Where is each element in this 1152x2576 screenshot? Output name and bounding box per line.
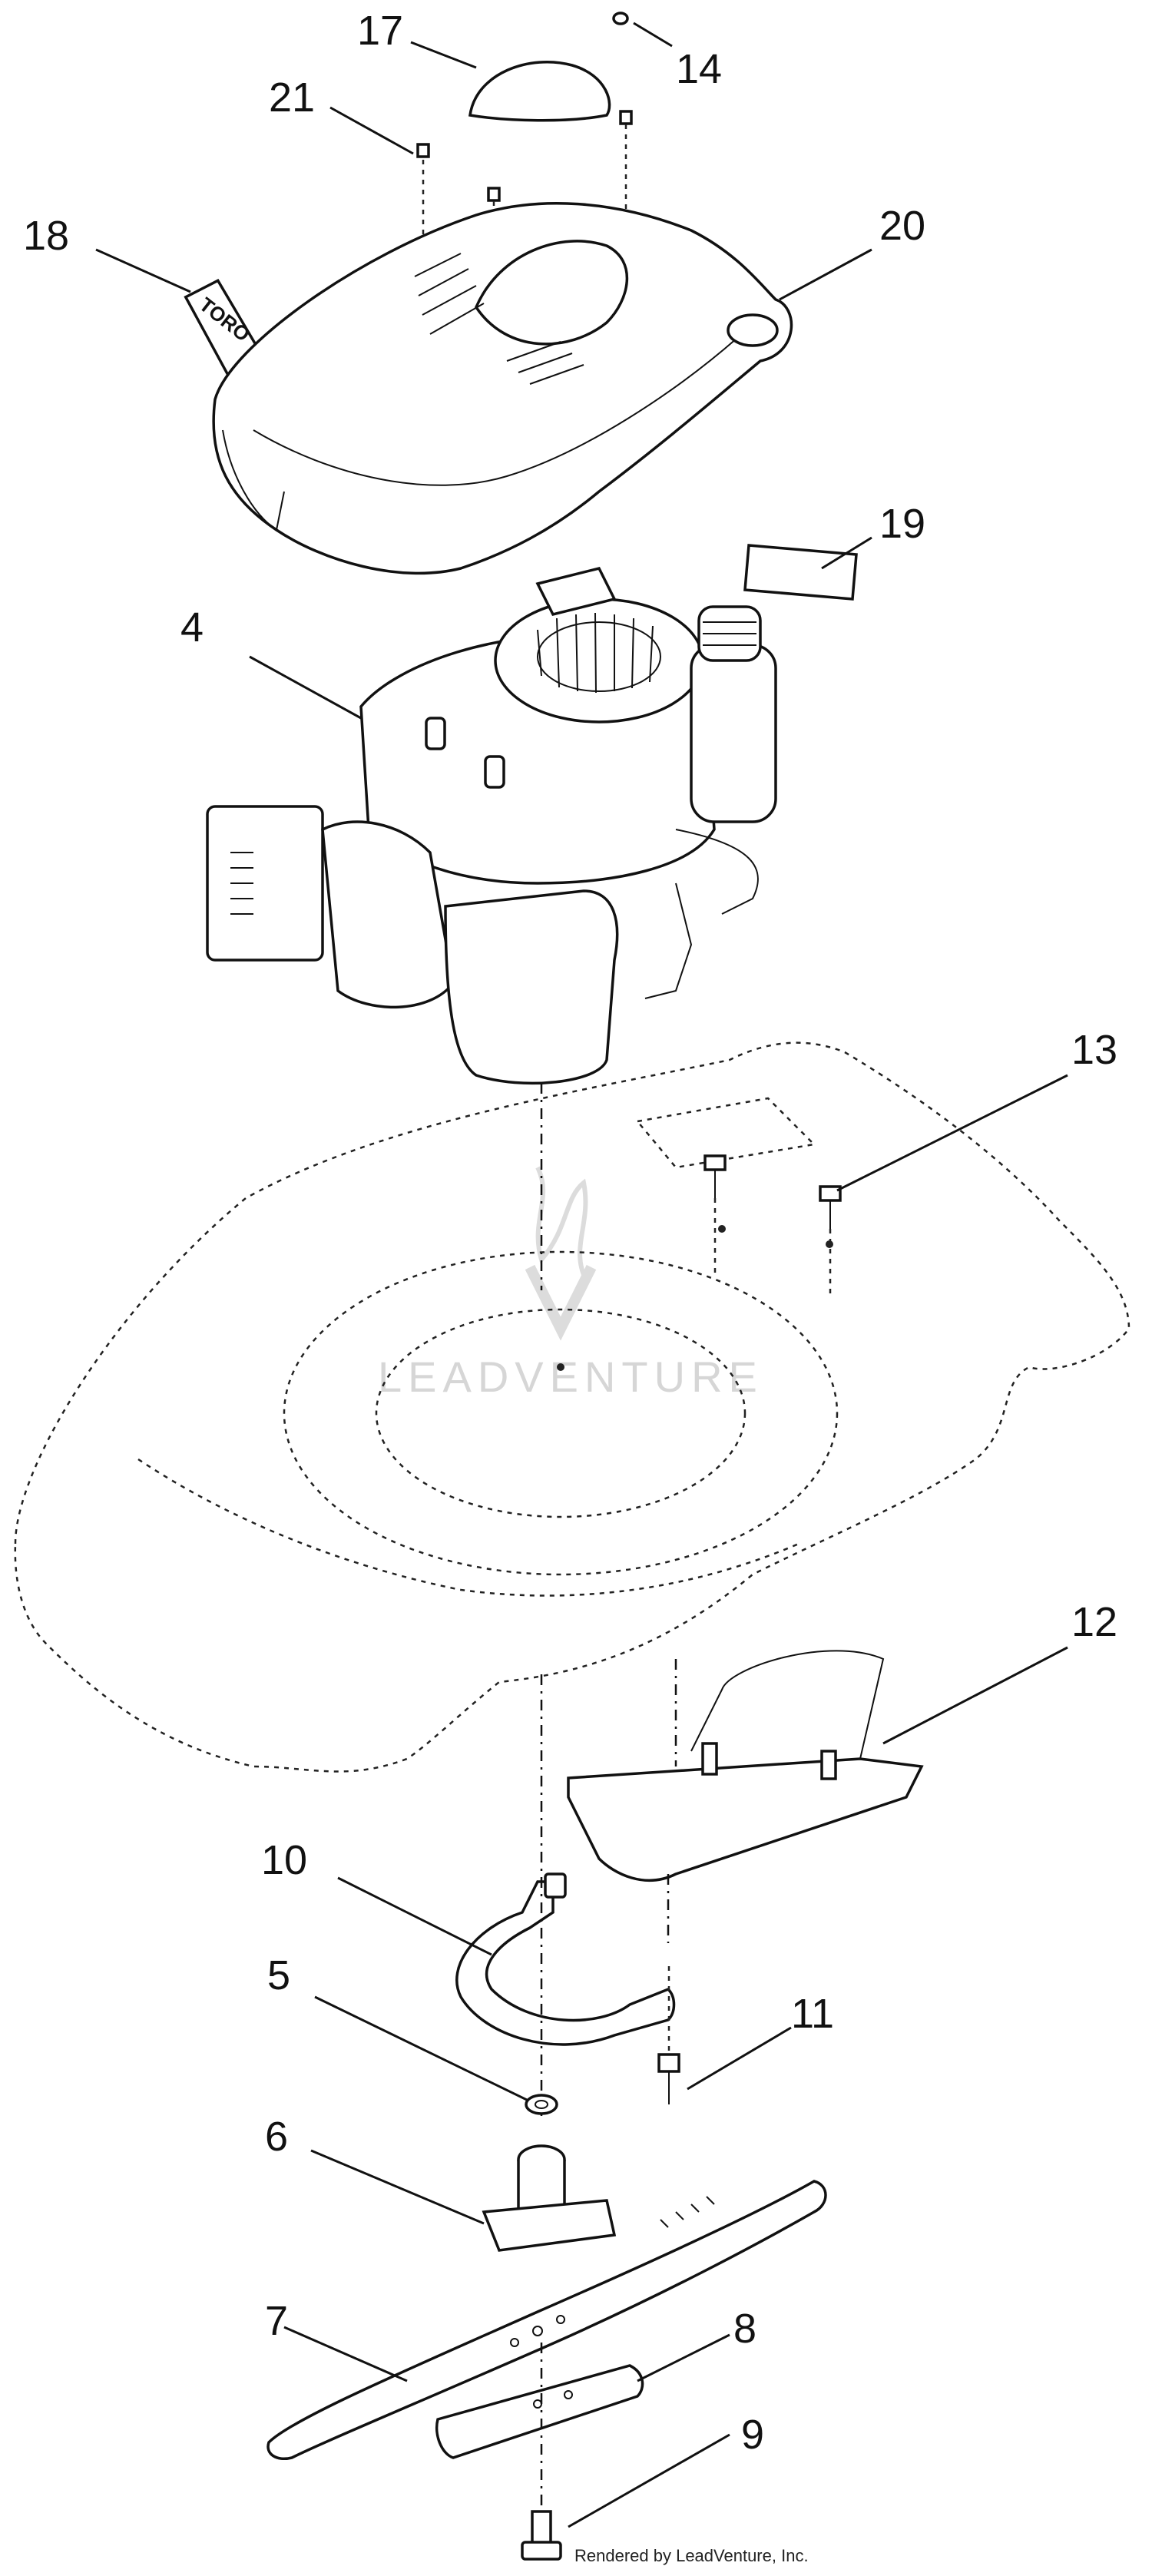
watermark-text: LEADVENTURE xyxy=(378,1353,763,1401)
part-14-nut xyxy=(612,12,629,25)
callout-18: 18 xyxy=(23,213,69,259)
render-credit: Rendered by LeadVenture, Inc. xyxy=(574,2546,809,2565)
callout-9: 9 xyxy=(741,2412,764,2458)
callout-10: 10 xyxy=(261,1837,307,1883)
leader-lines xyxy=(95,22,1068,2528)
callout-12: 12 xyxy=(1071,1599,1117,1645)
callout-labels: 17 14 21 18 20 19 4 13 12 10 5 11 6 7 8 … xyxy=(23,8,1117,2458)
callout-5: 5 xyxy=(267,1952,290,1998)
callout-21: 21 xyxy=(269,74,315,121)
callout-13: 13 xyxy=(1071,1027,1117,1073)
callout-14: 14 xyxy=(676,46,722,92)
callout-19: 19 xyxy=(879,501,925,547)
part-17-cap xyxy=(468,61,611,122)
part-12-baffle xyxy=(567,1650,924,1943)
mower-deck xyxy=(14,1041,1130,1773)
part-13-bolts xyxy=(703,1154,842,1298)
callout-11: 11 xyxy=(791,1991,834,2037)
callout-8: 8 xyxy=(733,2306,756,2352)
part-9-blade-bolt xyxy=(521,2343,562,2561)
part-11-bolt xyxy=(657,1966,680,2104)
callout-7: 7 xyxy=(265,2298,288,2344)
callout-6: 6 xyxy=(265,2114,288,2160)
part-4-engine xyxy=(206,566,777,1290)
part-21-screws xyxy=(416,110,633,300)
watermark: LEADVENTURE xyxy=(378,1166,763,1401)
part-5-washer xyxy=(525,2094,558,2115)
part-19-label xyxy=(743,544,858,601)
part-20-engine-shroud xyxy=(212,201,793,575)
part-6-blade-adapter xyxy=(482,2144,617,2252)
callout-17: 17 xyxy=(357,8,403,54)
callout-4: 4 xyxy=(180,604,204,651)
callout-20: 20 xyxy=(879,203,925,249)
part-10-bracket xyxy=(455,1674,676,2120)
part-7-blade xyxy=(266,2180,827,2460)
